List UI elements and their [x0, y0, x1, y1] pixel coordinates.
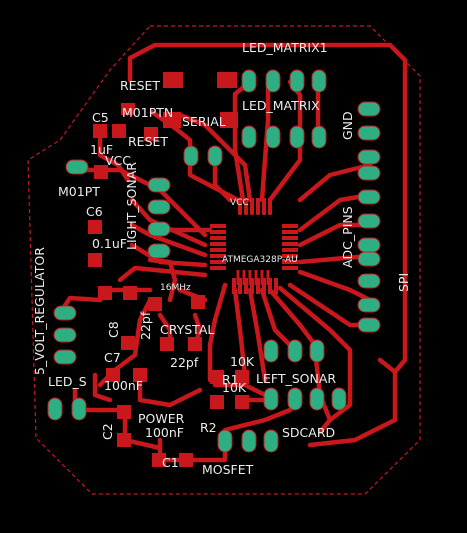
label-5-volt-regulator: 5_VOLT_REGULATOR: [32, 247, 47, 375]
silkscreen: LED_MATRIX1 RESET LED_MATRIX M01PTN C5 S…: [32, 40, 411, 477]
label-power: POWER: [138, 411, 185, 426]
label-22pf-b: 22pf: [170, 355, 199, 370]
label-serial: SERIAL: [182, 114, 226, 129]
label-vcc: VCC: [105, 153, 131, 168]
label-crystal: CRYSTAL: [160, 322, 214, 337]
label-c6: C6: [86, 204, 103, 219]
label-10k2: 10K: [222, 380, 247, 395]
label-adc-pins: ADC_PINS: [340, 206, 355, 268]
label-01uf: 0.1uF: [92, 236, 127, 251]
label-sdcard: SDCARD: [282, 425, 335, 440]
label-c8: C8: [106, 321, 121, 338]
label-gnd: GND: [340, 111, 355, 140]
label-c5: C5: [92, 110, 109, 125]
label-mosfet: MOSFET: [202, 462, 254, 477]
label-light-sonar: LIGHT_SONAR: [124, 162, 139, 250]
label-led-s: LED_S: [48, 374, 87, 389]
label-led-matrix: LED_MATRIX: [242, 98, 320, 113]
label-reset: RESET: [120, 78, 160, 93]
label-22pf-a: 22pf: [138, 311, 153, 340]
label-10k: 10K: [230, 354, 255, 369]
label-100nf: 100nF: [104, 378, 143, 393]
label-reset2: RESET: [128, 134, 168, 149]
label-m01pt: M01PT: [58, 184, 100, 199]
label-m01ptn: M01PTN: [122, 105, 173, 120]
label-c2: C2: [100, 423, 115, 440]
label-atmega: ATMEGA328P-AU: [222, 255, 298, 265]
label-spi: SPI: [396, 273, 411, 292]
smd-pads: [88, 72, 249, 467]
label-c7: C7: [104, 350, 121, 365]
label-16mhz: 16MHz: [160, 283, 191, 293]
label-c1: C1: [162, 455, 179, 470]
label-r2: R2: [200, 420, 217, 435]
ic-pads: [210, 198, 298, 294]
label-100nf2: 100nF: [145, 425, 184, 440]
label-r1: R1: [222, 372, 239, 387]
through-hole-pads: [47, 69, 381, 453]
label-1uf: 1uF: [90, 142, 113, 157]
label-left-sonar: LEFT_SONAR: [256, 371, 336, 386]
label-led-matrix1: LED_MATRIX1: [242, 40, 328, 55]
label-vcc-ic: VCC: [230, 198, 249, 208]
